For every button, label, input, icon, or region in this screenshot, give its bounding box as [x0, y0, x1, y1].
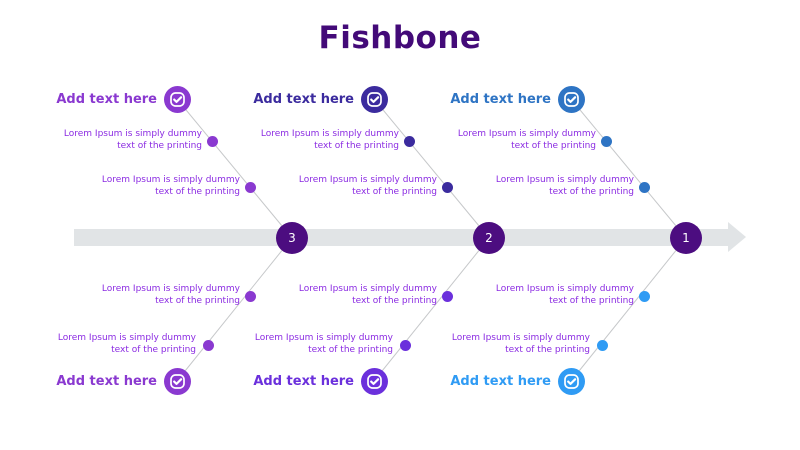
lorem-line2: text of the printing — [155, 186, 240, 197]
lorem-line2: text of the printing — [549, 295, 634, 306]
lorem-item: Lorem Ipsum is simply dummy text of the … — [249, 129, 399, 152]
node-number: 1 — [682, 231, 690, 245]
branch-dot — [597, 340, 608, 351]
branch-dot — [400, 340, 411, 351]
spine-arrowhead-icon — [728, 222, 746, 252]
spine-node-2: 2 — [473, 222, 505, 254]
placeholder-label[interactable]: Add text here — [253, 374, 354, 389]
branch-dot — [245, 182, 256, 193]
branch-dot — [639, 182, 650, 193]
lorem-line2: text of the printing — [549, 186, 634, 197]
lorem-item: Lorem Ipsum is simply dummy text of the … — [287, 175, 437, 198]
branch-dot — [601, 136, 612, 147]
branch-line — [176, 237, 293, 382]
lorem-item: Lorem Ipsum is simply dummy text of the … — [243, 333, 393, 356]
branch2-top-placeholder[interactable]: Add text here — [168, 86, 388, 113]
branch-dot — [404, 136, 415, 147]
check-circle-icon — [164, 368, 191, 395]
branch3-bottom-placeholder[interactable]: Add text here — [0, 368, 191, 395]
lorem-line1: Lorem Ipsum is simply dummy — [101, 284, 240, 294]
branch-line — [570, 237, 687, 382]
lorem-item: Lorem Ipsum is simply dummy text of the … — [287, 284, 437, 307]
lorem-line1: Lorem Ipsum is simply dummy — [457, 129, 596, 139]
lorem-line1: Lorem Ipsum is simply dummy — [63, 129, 202, 139]
lorem-line2: text of the printing — [155, 295, 240, 306]
spine-node-1: 1 — [670, 222, 702, 254]
spine-bar — [74, 229, 728, 246]
lorem-line1: Lorem Ipsum is simply dummy — [260, 129, 399, 139]
placeholder-label[interactable]: Add text here — [56, 92, 157, 107]
lorem-line1: Lorem Ipsum is simply dummy — [101, 175, 240, 185]
check-circle-icon — [558, 368, 585, 395]
lorem-line1: Lorem Ipsum is simply dummy — [495, 284, 634, 294]
lorem-line2: text of the printing — [117, 140, 202, 151]
branch-line — [373, 98, 490, 239]
branch-line — [373, 237, 490, 382]
lorem-line2: text of the printing — [111, 344, 196, 355]
lorem-line2: text of the printing — [308, 344, 393, 355]
lorem-item: Lorem Ipsum is simply dummy text of the … — [52, 129, 202, 152]
lorem-item: Lorem Ipsum is simply dummy text of the … — [440, 333, 590, 356]
branch-dot — [245, 291, 256, 302]
lorem-item: Lorem Ipsum is simply dummy text of the … — [46, 333, 196, 356]
placeholder-label[interactable]: Add text here — [56, 374, 157, 389]
lorem-line2: text of the printing — [352, 186, 437, 197]
lorem-line1: Lorem Ipsum is simply dummy — [254, 333, 393, 343]
branch-dot — [207, 136, 218, 147]
lorem-line1: Lorem Ipsum is simply dummy — [451, 333, 590, 343]
lorem-line2: text of the printing — [314, 140, 399, 151]
lorem-line1: Lorem Ipsum is simply dummy — [495, 175, 634, 185]
lorem-item: Lorem Ipsum is simply dummy text of the … — [484, 175, 634, 198]
lorem-line2: text of the printing — [511, 140, 596, 151]
branch-line — [176, 98, 293, 239]
lorem-item: Lorem Ipsum is simply dummy text of the … — [446, 129, 596, 152]
lorem-line2: text of the printing — [505, 344, 590, 355]
branch-dot — [203, 340, 214, 351]
branch-line — [570, 98, 687, 239]
branch3-top-placeholder[interactable]: Add text here — [0, 86, 191, 113]
diagram-title: Fishbone — [318, 20, 482, 56]
placeholder-label[interactable]: Add text here — [450, 92, 551, 107]
check-circle-icon — [164, 86, 191, 113]
spine-node-3: 3 — [276, 222, 308, 254]
check-circle-icon — [361, 86, 388, 113]
placeholder-label[interactable]: Add text here — [450, 374, 551, 389]
branch1-bottom-placeholder[interactable]: Add text here — [365, 368, 585, 395]
lorem-line1: Lorem Ipsum is simply dummy — [298, 175, 437, 185]
lorem-line2: text of the printing — [352, 295, 437, 306]
placeholder-label[interactable]: Add text here — [253, 92, 354, 107]
branch-dot — [442, 182, 453, 193]
lorem-line1: Lorem Ipsum is simply dummy — [57, 333, 196, 343]
node-number: 2 — [485, 231, 493, 245]
node-number: 3 — [288, 231, 296, 245]
branch1-top-placeholder[interactable]: Add text here — [365, 86, 585, 113]
branch-dot — [639, 291, 650, 302]
lorem-line1: Lorem Ipsum is simply dummy — [298, 284, 437, 294]
branch-dot — [442, 291, 453, 302]
lorem-item: Lorem Ipsum is simply dummy text of the … — [90, 284, 240, 307]
lorem-item: Lorem Ipsum is simply dummy text of the … — [484, 284, 634, 307]
branch2-bottom-placeholder[interactable]: Add text here — [168, 368, 388, 395]
check-circle-icon — [361, 368, 388, 395]
check-circle-icon — [558, 86, 585, 113]
lorem-item: Lorem Ipsum is simply dummy text of the … — [90, 175, 240, 198]
